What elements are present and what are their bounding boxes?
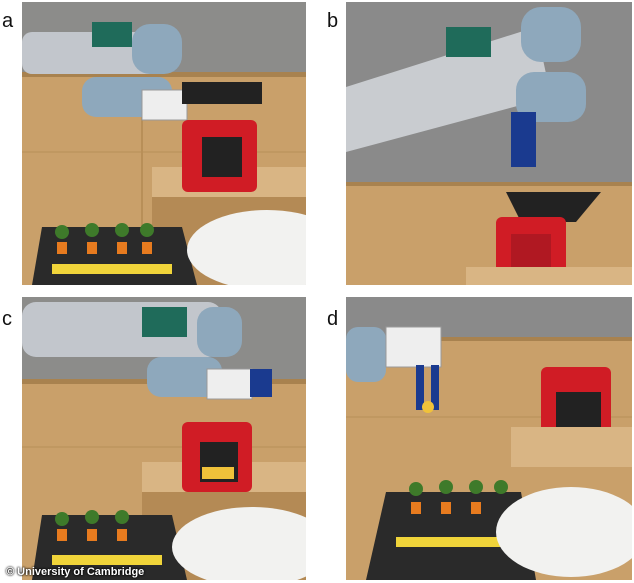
copyright-credit: © University of Cambridge	[6, 566, 145, 578]
panel-letter-d: d	[327, 308, 339, 330]
panel-letter-b: b	[327, 10, 339, 32]
photo-panel-d	[346, 297, 632, 580]
panel-letter-c: c	[2, 308, 12, 330]
photo-panel-c	[22, 297, 306, 580]
photo-panel-a	[22, 2, 306, 285]
panel-letter-a: a	[2, 10, 14, 32]
photo-panel-b	[346, 2, 632, 285]
